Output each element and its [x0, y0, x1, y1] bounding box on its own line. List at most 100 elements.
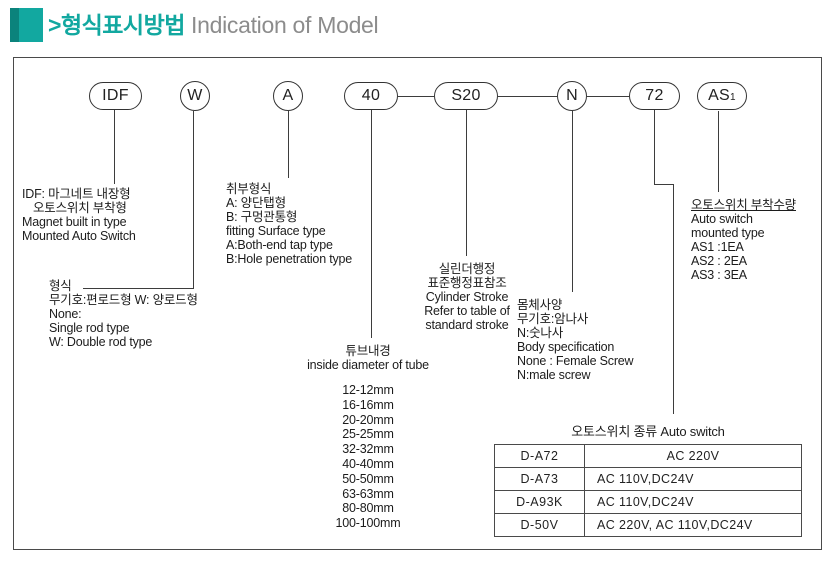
desc-fitting-type: 취부형식 A: 양단탭형 B: 구멍관통형 fitting Surface ty…: [226, 182, 352, 266]
connector-40-s20: [398, 96, 434, 98]
leader-w-horizontal: [83, 288, 194, 290]
desc-line: IDF: 마그네트 내장형: [22, 187, 131, 201]
desc-line: N:male screw: [517, 368, 591, 382]
tube-size-item: 12-12mm: [342, 383, 394, 397]
desc-line: Auto switch: [691, 212, 753, 226]
badge-label: N: [566, 87, 578, 104]
badge-label: W: [187, 87, 203, 104]
model-code-segment-n: N: [557, 81, 587, 111]
model-code-segment-idf: IDF: [89, 82, 142, 110]
auto-switch-table-title-english: Auto switch: [657, 424, 725, 439]
page-title: >형식표시방법 Indication of Model: [48, 6, 379, 40]
badge-label: AS: [708, 87, 731, 104]
leader-idf: [114, 110, 116, 184]
connector-s20-n: [498, 96, 557, 98]
desc-cylinder-stroke: 실린더행정 표준행정표참조 Cylinder Stroke Refer to t…: [404, 262, 530, 332]
desc-line: mounted type: [691, 226, 765, 240]
desc-line: A:Both-end tap type: [226, 238, 333, 252]
switch-voltage-cell: AC 220V, AC 110V,DC24V: [584, 513, 802, 537]
auto-switch-table: D-A72 AC 220V D-A73 AC 110V,DC24V D-A93K…: [494, 444, 802, 537]
page-title-chevron-icon: >: [48, 12, 61, 38]
tube-size-item: 40-40mm: [342, 456, 394, 471]
desc-auto-switch-quantity: 오토스위치 부착수량 Auto switch mounted type AS1 …: [691, 198, 796, 282]
leader-as1: [718, 111, 720, 192]
leader-72-horizontal: [654, 184, 674, 186]
auto-switch-table-title-korean: 오토스위치 종류: [571, 424, 658, 439]
desc-line: Mounted Auto Switch: [22, 229, 136, 243]
auto-switch-table-title: 오토스위치 종류 Auto switch: [494, 421, 802, 440]
table-row: D-A72 AC 220V: [494, 444, 802, 468]
leader-40: [371, 110, 373, 338]
desc-line: None:: [49, 307, 82, 321]
leader-n: [572, 111, 574, 292]
tube-size-item: 63-63mm: [342, 486, 394, 501]
desc-line: 튜브내경: [345, 344, 391, 358]
tube-size-item: 50-50mm: [342, 471, 394, 486]
desc-line: B:Hole penetration type: [226, 252, 353, 266]
tube-size-item: 100-100mm: [335, 516, 401, 531]
desc-line: inside diameter of tube: [307, 358, 429, 372]
desc-line: B: 구멍관통형: [226, 210, 298, 224]
leader-72-vertical-bottom: [673, 184, 675, 414]
desc-line: fitting Surface type: [226, 224, 326, 238]
table-row: D-50V AC 220V, AC 110V,DC24V: [494, 513, 802, 537]
desc-tube-diameter-title: 튜브내경 inside diameter of tube: [294, 344, 442, 372]
desc-rod-type: 형식 무기호:편로드형 W: 양로드형 None: Single rod typ…: [49, 279, 198, 349]
page-title-english: Indication of Model: [184, 12, 379, 38]
tube-size-item: 80-80mm: [342, 501, 394, 516]
badge-label: IDF: [102, 87, 129, 104]
desc-line: 형식: [49, 279, 72, 293]
switch-voltage-cell: AC 220V: [584, 444, 802, 468]
desc-line: AS3 : 3EA: [691, 268, 747, 282]
model-code-segment-a: A: [273, 81, 303, 111]
desc-line: Single rod type: [49, 321, 130, 335]
desc-line: standard stroke: [425, 318, 509, 332]
model-code-segment-40: 40: [344, 82, 398, 110]
switch-model-cell: D-A73: [494, 467, 585, 491]
tube-size-item: 20-20mm: [342, 412, 394, 427]
desc-body-specification: 몸체사양 무기호:암나사 N:숫나사 Body specification No…: [517, 298, 634, 382]
desc-line: Refer to table of: [424, 304, 510, 318]
desc-line: 몸체사양: [517, 298, 563, 312]
desc-line: 취부형식: [226, 182, 272, 196]
desc-line: AS1 :1EA: [691, 240, 744, 254]
desc-magnet-built-in: IDF: 마그네트 내장형 오토스위치 부착형 Magnet built in …: [22, 187, 136, 243]
desc-line: Cylinder Stroke: [425, 290, 509, 304]
desc-line: 실린더행정: [438, 262, 496, 276]
table-row: D-A73 AC 110V,DC24V: [494, 467, 802, 491]
switch-model-cell: D-A93K: [494, 490, 585, 514]
badge-label: 72: [645, 87, 664, 104]
section-marker-icon: [10, 8, 43, 42]
desc-line: Magnet built in type: [22, 215, 127, 229]
leader-s20: [466, 110, 468, 256]
badge-label: A: [282, 87, 294, 104]
desc-line: N:숫나사: [517, 326, 564, 340]
switch-voltage-cell: AC 110V,DC24V: [584, 490, 802, 514]
desc-line: AS2 : 2EA: [691, 254, 747, 268]
badge-subscript: 1: [730, 92, 736, 103]
leader-a: [288, 111, 290, 178]
model-code-segment-w: W: [180, 81, 210, 111]
table-row: D-A93K AC 110V,DC24V: [494, 490, 802, 514]
model-code-segment-72: 72: [629, 82, 680, 110]
desc-line: W: Double rod type: [49, 335, 153, 349]
tube-size-item: 32-32mm: [342, 442, 394, 457]
leader-w-vertical: [193, 111, 195, 288]
model-code-segment-s20: S20: [434, 82, 498, 110]
leader-72-vertical-top: [654, 110, 656, 185]
desc-line: 표준행정표참조: [427, 276, 507, 290]
desc-line: 오토스위치 부착수량: [691, 198, 796, 212]
switch-model-cell: D-A72: [494, 444, 585, 468]
desc-line: Body specification: [517, 340, 615, 354]
desc-line: None : Female Screw: [517, 354, 634, 368]
switch-model-cell: D-50V: [494, 513, 585, 537]
badge-label: 40: [361, 87, 381, 104]
desc-line: 무기호:편로드형 W: 양로드형: [49, 293, 198, 307]
page-title-korean: 형식표시방법: [60, 12, 185, 38]
tube-size-item: 16-16mm: [342, 397, 394, 412]
desc-line: A: 양단탭형: [226, 196, 286, 210]
switch-voltage-cell: AC 110V,DC24V: [584, 467, 802, 491]
